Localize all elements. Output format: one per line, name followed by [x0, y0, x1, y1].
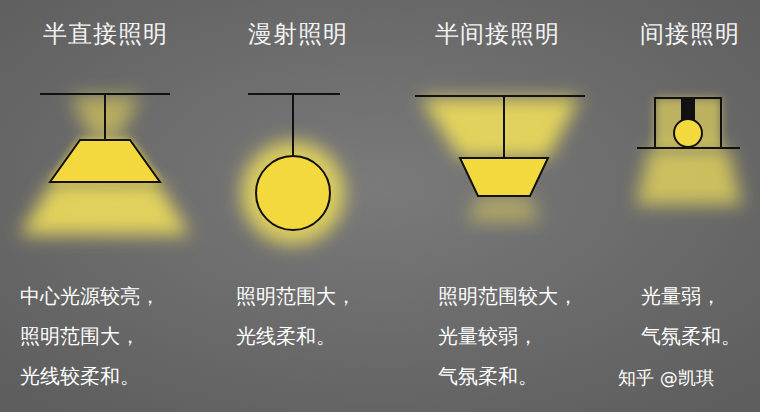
description-text: 中心光源较亮， 照明范围大， 光线较柔和。: [20, 276, 160, 396]
semi-direct-lamp: [20, 94, 190, 235]
indirect-lamp: [636, 98, 742, 205]
column-heading: 漫射照明: [248, 18, 348, 50]
diffuse-lamp: [241, 94, 345, 245]
semi-indirect-lamp: [415, 96, 585, 222]
description-text: 照明范围较大， 光量较弱， 气氛柔和。: [438, 276, 578, 396]
description-text: 照明范围大， 光线柔和。: [236, 276, 356, 356]
column-heading: 间接照明: [640, 18, 740, 50]
watermark: 知乎 @凯琪: [618, 366, 714, 390]
column-heading: 半直接照明: [43, 18, 168, 50]
column-heading: 半间接照明: [435, 18, 560, 50]
description-text: 光量弱， 气氛柔和。: [641, 276, 741, 356]
